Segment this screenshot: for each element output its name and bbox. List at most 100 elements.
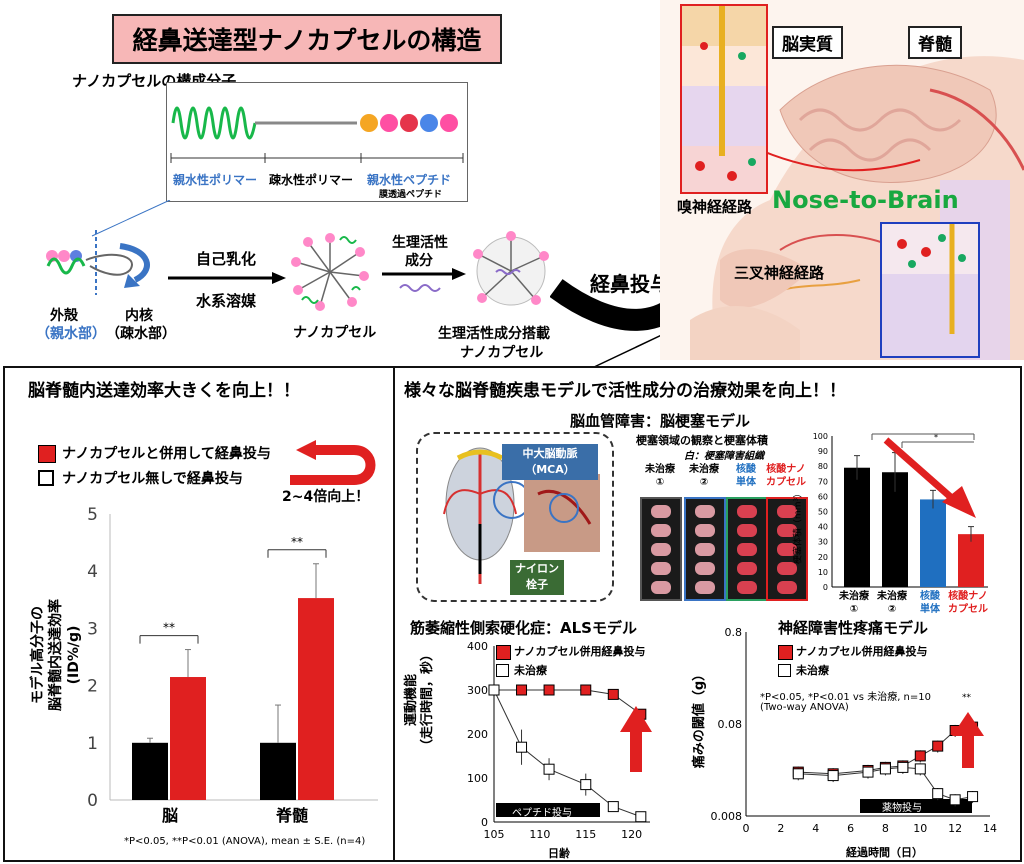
x-tick-label: 115	[575, 828, 596, 841]
significance-label: **	[163, 621, 175, 635]
peptide-bead	[420, 114, 438, 132]
hydrophilic-polymer-label: 親水性ポリマー	[173, 173, 258, 187]
brain-slice	[737, 505, 757, 518]
y-tick-label: 10	[818, 568, 828, 577]
data-point	[516, 741, 528, 753]
nylon-label: ナイロン 栓子	[510, 560, 564, 595]
olfactory-label: 嗅神経経路	[677, 198, 753, 216]
brain-slice	[651, 581, 671, 594]
left-panel-header: 脳脊髄内送達効率大きくを向上！！	[28, 381, 300, 401]
data-point	[897, 761, 909, 773]
brain-slice	[777, 505, 797, 518]
y-tick-label: 100	[467, 772, 488, 785]
step1-bottom: 水系溶媒	[196, 292, 257, 310]
brain-slice	[695, 581, 715, 594]
pain-title: 神経障害性疼痛モデル	[778, 619, 929, 637]
bar	[260, 742, 296, 800]
photo-sub: 白：梗塞障害組織	[684, 451, 764, 462]
y-tick-label: 1	[87, 734, 98, 754]
peptide-bead	[360, 114, 378, 132]
brain-slice	[695, 524, 715, 537]
data-point	[932, 740, 944, 752]
left-footnote: *P<0.05, **P<0.01 (ANOVA), mean ± S.E. (…	[124, 836, 366, 847]
pain-legend-without: 未治療	[796, 664, 829, 677]
data-point	[607, 801, 619, 813]
y-tick-label: 20	[818, 553, 828, 562]
y-tick-label: 100	[813, 432, 828, 441]
x-tick-label: 12	[948, 822, 962, 835]
hydrophilic-polymer-wave	[171, 106, 257, 140]
group-label-line: 核酸	[736, 464, 756, 475]
y-tick-label: 5	[87, 505, 98, 525]
legend-with-label: ナノカプセルと併用して経鼻投与	[62, 446, 271, 462]
y-tick-label: 0.8	[725, 626, 743, 639]
right-panel-header: 様々な脳脊髄疾患モデルで活性成分の治療効果を向上！！	[404, 381, 846, 401]
brain-slice	[777, 524, 797, 537]
nose-to-brain-label: Nose-to-Brain	[772, 186, 959, 214]
hydrophilic-peptide-label: 親水性ペプチド	[367, 173, 452, 187]
x-tick-label: 120	[621, 828, 642, 841]
group-label-line: 単体	[736, 477, 756, 488]
y-tick-label: 0	[823, 583, 828, 592]
x-tick-label: 4	[812, 822, 819, 835]
brain-slice-photo	[766, 497, 808, 601]
trigeminal-label: 三叉神経経路	[734, 264, 825, 282]
nanocapsule-label: ナノカプセル	[293, 325, 377, 341]
pain-sig-label: **	[962, 693, 972, 703]
y-tick-label: 2	[87, 677, 98, 697]
data-point	[827, 770, 839, 782]
curved-arrow-icon	[290, 440, 376, 485]
x-tick-label: 2	[777, 822, 784, 835]
y-tick-label: 3	[87, 619, 98, 639]
y-tick-label: 30	[818, 538, 828, 547]
data-point	[792, 768, 804, 780]
group-label-line: 未治療	[689, 464, 719, 475]
peptide-bead	[440, 114, 458, 132]
loaded-label-2: ナノカプセル	[460, 345, 544, 361]
als-bar-label: ペプチド投与	[512, 808, 572, 819]
y-tick-label: 0.008	[711, 810, 743, 823]
infarct-xtick-line: 未治療	[877, 591, 907, 602]
legend-swatch-with	[38, 445, 56, 463]
data-point	[516, 684, 528, 696]
nanocapsule-icon	[291, 233, 369, 311]
photo-title: 梗塞領域の観察と梗塞体積	[636, 434, 768, 447]
group-label-line: 核酸ナノ	[766, 464, 806, 475]
infarct-xtick-label: 核酸単体	[906, 590, 954, 616]
bar	[958, 534, 984, 587]
infarct-xtick-label: 核酸ナノカプセル	[944, 590, 992, 616]
infarct-xtick-line: カプセル	[948, 604, 988, 615]
connector-line	[591, 331, 669, 369]
inner-core-label: 内核	[125, 308, 153, 324]
brain-slice-photo	[726, 497, 768, 601]
bar	[298, 598, 334, 800]
pain-up-arrow-shaft	[962, 732, 974, 768]
als-legend-with: ナノカプセル併用経鼻投与	[514, 645, 646, 658]
als-up-arrow-head	[620, 706, 652, 732]
data-point	[580, 684, 592, 696]
pain-stats-1: *P<0.05, *P<0.01 vs 未治療, n=10	[760, 692, 931, 703]
mca-label: 中大脳動脈 （MCA）	[502, 444, 598, 480]
fold-label: 2~4倍向上！	[282, 489, 370, 505]
brain-slice-photo	[640, 497, 682, 601]
y-tick-label: 400	[467, 640, 488, 653]
infarct-sig-label: *	[934, 433, 938, 442]
brain-slice	[651, 524, 671, 537]
brain-slice	[777, 581, 797, 594]
data-point	[862, 766, 874, 778]
step2-top: 生理活性	[392, 235, 448, 251]
pain-up-arrow-head	[952, 712, 984, 736]
pain-bar-label: 薬物投与	[882, 803, 922, 814]
stroke-title: 脳血管障害：脳梗塞モデル	[570, 412, 751, 430]
pain-ylabel: 痛みの閾値（g）	[692, 667, 707, 769]
brain-slice	[695, 505, 715, 518]
data-point	[543, 763, 555, 775]
spinal-label: 脊髄	[908, 26, 962, 59]
left-xtick-brain: 脳	[162, 806, 179, 825]
inner-core-sub: （疎水部）	[106, 326, 176, 342]
x-tick-label: 6	[847, 822, 854, 835]
loaded-nanocapsule-icon	[473, 231, 549, 306]
